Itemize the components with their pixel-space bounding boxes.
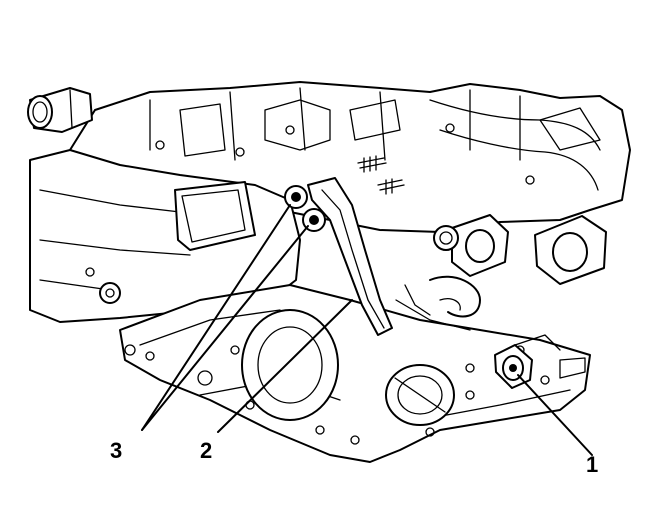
callout-2-label: 2 xyxy=(200,438,212,463)
exhaust-flanges xyxy=(433,214,607,285)
leader-lines xyxy=(141,204,593,456)
bracket xyxy=(307,177,393,336)
callout-3-label: 3 xyxy=(110,438,122,463)
engine-block xyxy=(29,149,301,323)
studs xyxy=(357,155,405,195)
sensor xyxy=(494,334,561,389)
leader-1 xyxy=(517,374,593,456)
callout-1-label: 1 xyxy=(586,452,598,477)
leader-3b xyxy=(141,225,309,431)
leader-3a xyxy=(141,204,291,431)
coolant-outlet xyxy=(27,87,93,133)
hoses xyxy=(395,275,481,331)
leader-2 xyxy=(217,299,353,433)
